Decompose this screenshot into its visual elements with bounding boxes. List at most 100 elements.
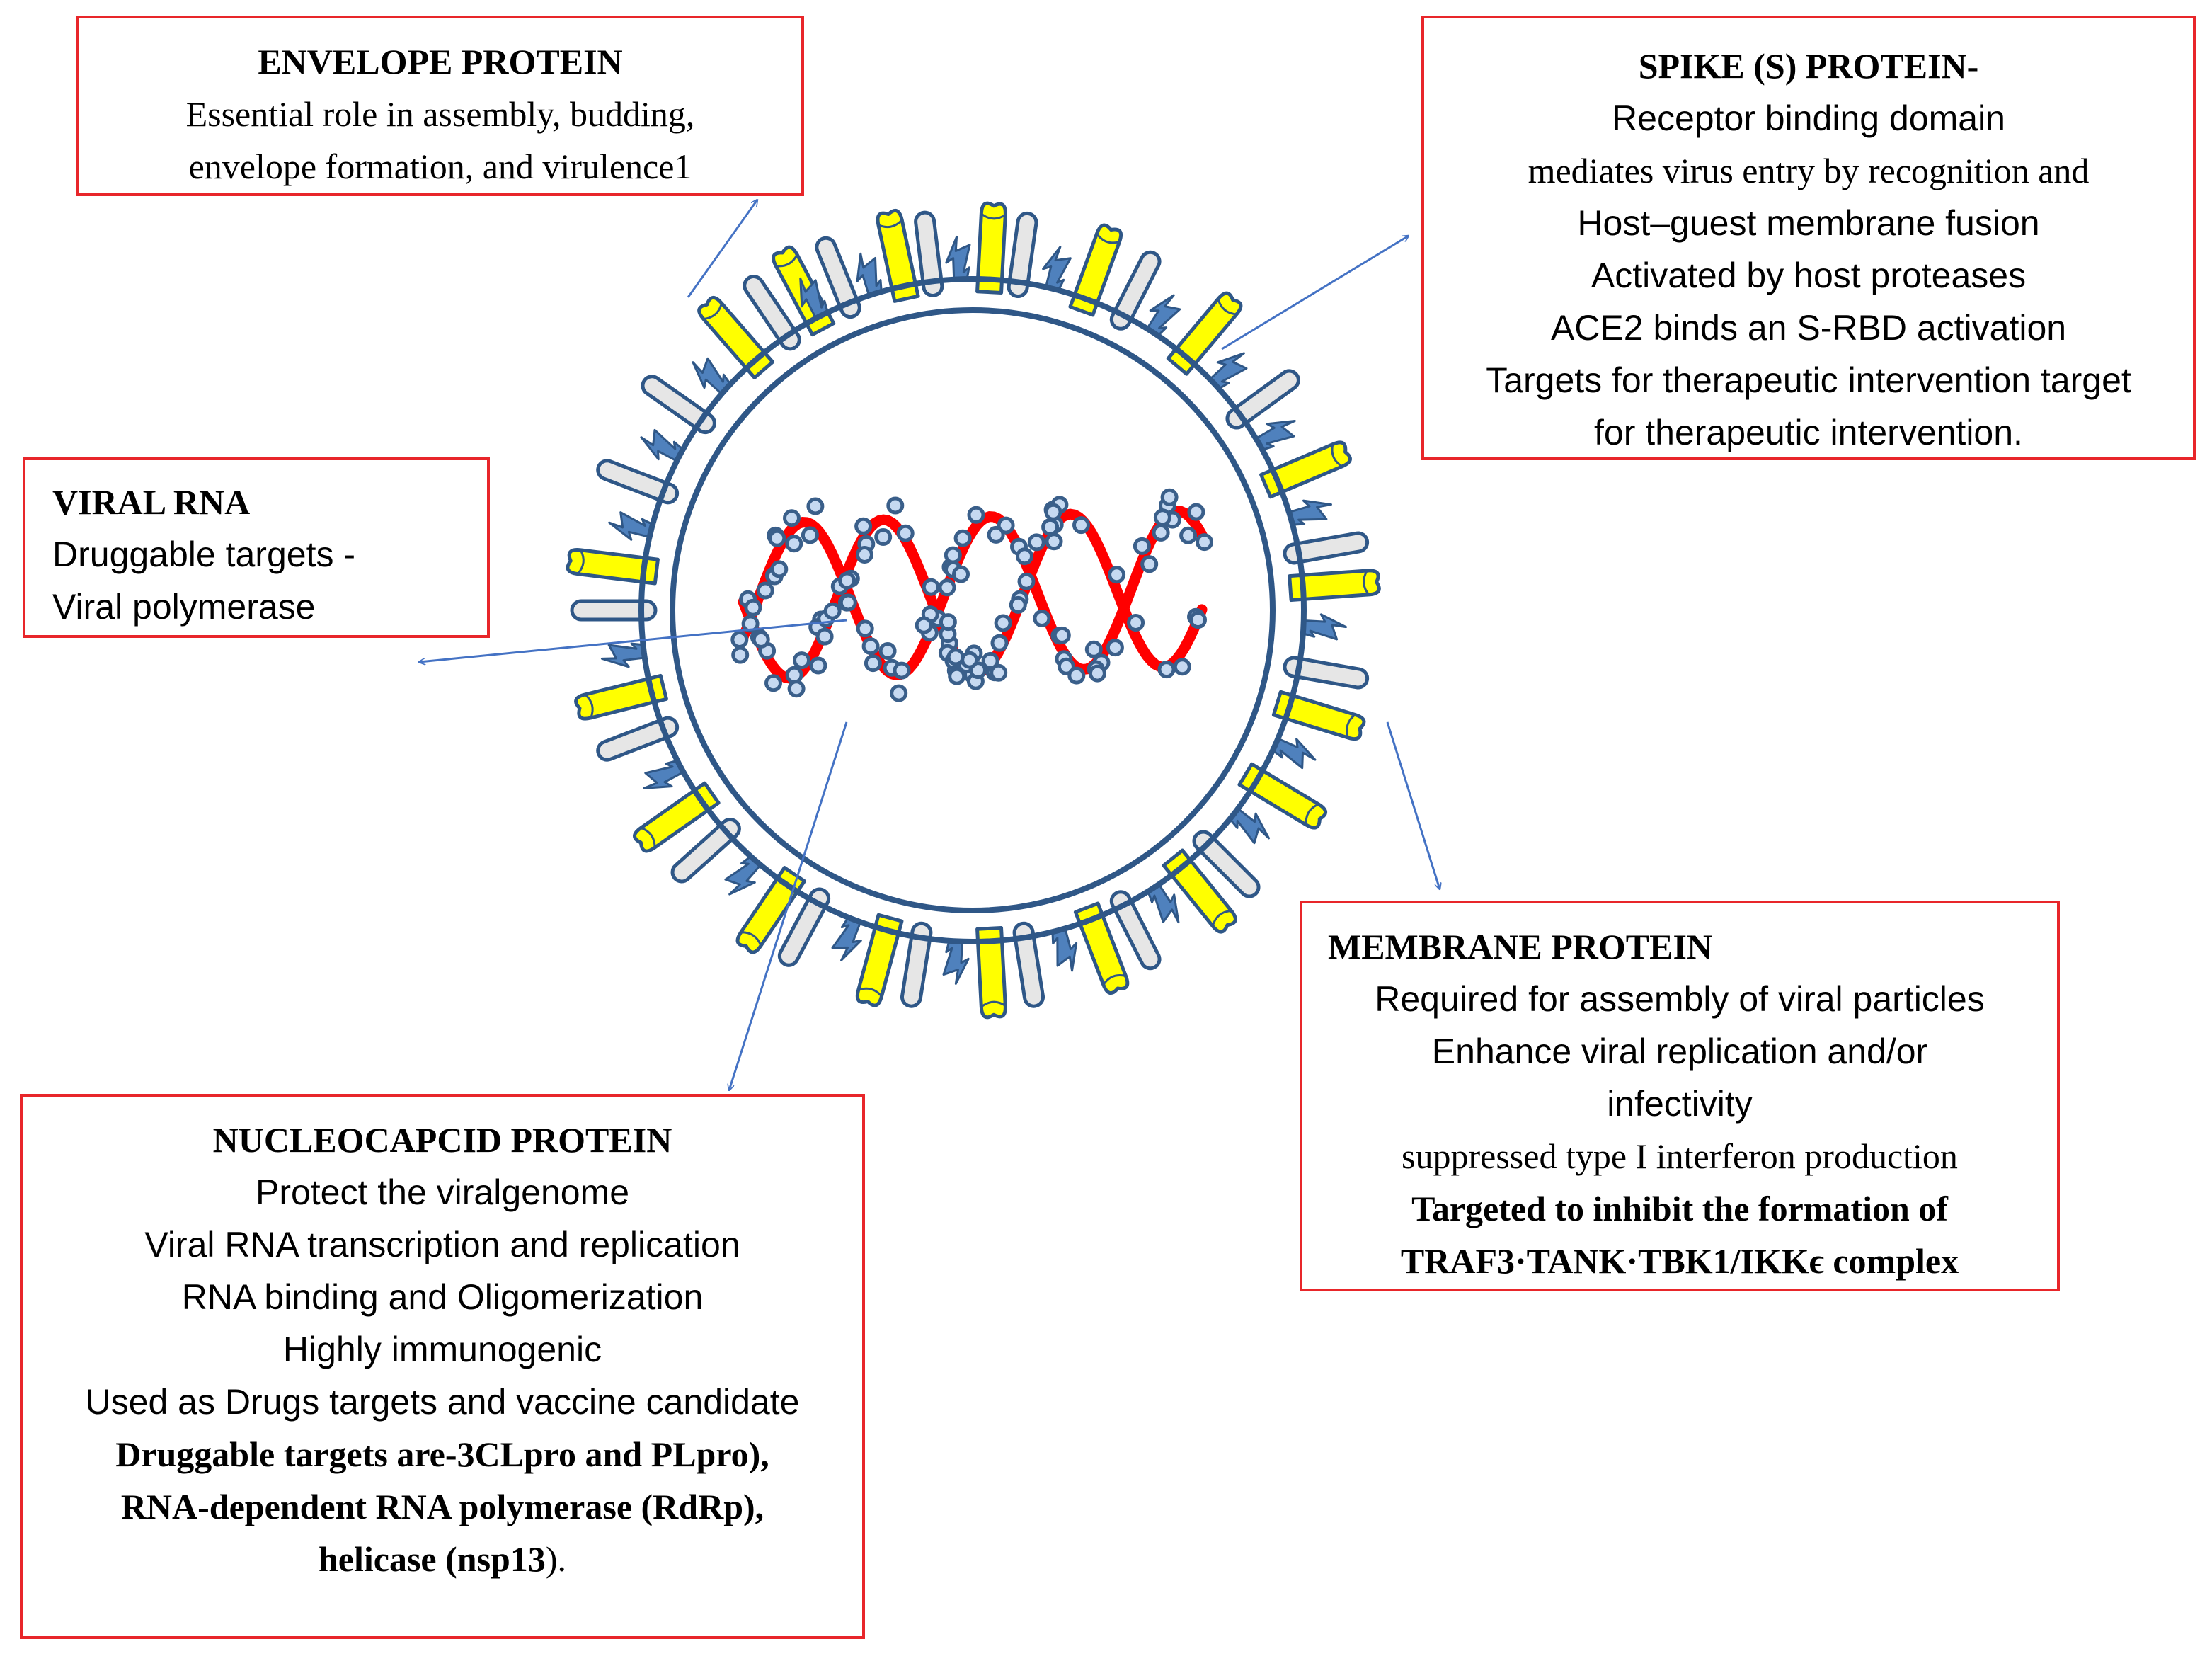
nucleocapsid-bead bbox=[787, 680, 806, 698]
nucleocapsid-bead bbox=[878, 642, 897, 660]
surface-protein bbox=[1286, 499, 1332, 526]
nucleocapsid-bead bbox=[1072, 516, 1090, 535]
spike-title: SPIKE (S) PROTEIN- bbox=[1638, 46, 1979, 86]
viral-rna-box: VIRAL RNA Druggable targets - Viral poly… bbox=[23, 457, 490, 638]
surface-protein bbox=[1042, 246, 1072, 293]
surface-protein bbox=[856, 252, 883, 298]
nucleocapsid-last-tail: ). bbox=[545, 1539, 566, 1579]
nucleocapsid-line: Viral RNA transcription and replication bbox=[144, 1225, 740, 1264]
nucleocapsid-bead bbox=[770, 560, 789, 578]
nucleocapsid-bead bbox=[741, 615, 760, 633]
nucleocapsid-bead bbox=[994, 614, 1012, 632]
nucleocapsid-bead bbox=[1160, 488, 1179, 506]
surface-protein bbox=[692, 357, 733, 396]
surface-protein bbox=[670, 817, 741, 884]
nucleocapsid-bead bbox=[785, 666, 803, 684]
nucleocapsid-bead bbox=[731, 646, 750, 664]
nucleocapsid-bead bbox=[987, 525, 1005, 544]
nucleocapsid-bead bbox=[1196, 533, 1213, 552]
nucleocapsid-bead bbox=[874, 528, 893, 546]
surface-protein bbox=[1068, 223, 1123, 317]
nucleocapsid-bead bbox=[922, 578, 940, 596]
nucleocapsid-bead bbox=[1016, 547, 1033, 566]
surface-protein bbox=[855, 913, 904, 1007]
surface-protein bbox=[1259, 440, 1352, 499]
surface-protein bbox=[1283, 531, 1370, 565]
spike-line: Receptor binding domain bbox=[1612, 98, 2005, 138]
membrane-line: suppressed type I interferon production bbox=[1402, 1136, 1958, 1176]
nucleocapsid-bead bbox=[768, 529, 786, 547]
nucleocapsid-bead bbox=[823, 602, 842, 620]
surface-protein bbox=[641, 375, 716, 435]
surface-protein bbox=[574, 673, 668, 721]
nucleocapsid-bead bbox=[1088, 664, 1106, 683]
nucleocapsid-bead bbox=[915, 616, 933, 634]
surface-protein bbox=[600, 642, 648, 668]
surface-protein bbox=[596, 716, 680, 762]
surface-protein bbox=[799, 277, 830, 321]
nucleocapsid-protein-box: NUCLEOCAPCID PROTEIN Protect the viralge… bbox=[20, 1094, 865, 1639]
nucleocapsid-bead bbox=[1027, 533, 1045, 552]
envelope-protein-box: ENVELOPE PROTEIN Essential role in assem… bbox=[76, 16, 804, 196]
nucleocapsid-bead bbox=[730, 631, 749, 649]
nucleocapsid-bead bbox=[806, 497, 825, 515]
nucleocapsid-bold-line: Druggable targets are-3CLpro and PLpro), bbox=[115, 1434, 769, 1474]
surface-protein bbox=[1073, 901, 1130, 995]
surface-protein bbox=[743, 275, 801, 351]
surface-protein bbox=[1051, 926, 1078, 972]
surface-protein bbox=[1109, 250, 1162, 331]
surface-protein bbox=[831, 915, 862, 961]
surface-protein bbox=[735, 866, 806, 954]
membrane-protein-box: MEMBRANE PROTEIN Required for assembly o… bbox=[1300, 901, 2060, 1291]
arrow-nucleocapsid bbox=[729, 721, 848, 1090]
nucleocapsid-last-line: helicase (nsp13). bbox=[23, 1533, 862, 1585]
nucleocapsid-bead bbox=[886, 496, 905, 515]
nucleocapsid-bead bbox=[1044, 503, 1062, 521]
membrane-bold-line: TRAF3·TANK·TBK1/IKKϵ complex bbox=[1400, 1241, 1959, 1281]
nucleocapsid-bead bbox=[948, 667, 966, 685]
nucleocapsid-bead bbox=[1152, 523, 1170, 542]
nucleocapsid-bead bbox=[953, 529, 972, 547]
membrane-bold-line: Targeted to inhibit the formation of bbox=[1411, 1189, 1948, 1228]
nucleocapsid-bead bbox=[752, 630, 770, 649]
surface-protein bbox=[1271, 690, 1366, 741]
surface-protein bbox=[975, 925, 1007, 1020]
envelope-line: Essential role in assembly, budding, bbox=[185, 94, 695, 134]
nucleocapsid-bead bbox=[1157, 661, 1176, 679]
nucleocapsid-bead bbox=[946, 648, 965, 666]
spike-line: for therapeutic intervention. bbox=[1594, 413, 2023, 452]
surface-protein bbox=[1270, 736, 1317, 770]
nucleocapsid-bead bbox=[1017, 572, 1036, 590]
nucleocapsid-bead bbox=[1140, 555, 1159, 573]
nucleocapsid-bead bbox=[1173, 658, 1191, 676]
nucleocapsid-bead bbox=[785, 535, 803, 553]
nucleocapsid-line: Protect the viralgenome bbox=[255, 1172, 630, 1212]
membrane-title: MEMBRANE PROTEIN bbox=[1328, 927, 1713, 966]
surface-proteins bbox=[566, 201, 1381, 1020]
nucleocapsid-bead bbox=[1009, 595, 1027, 614]
surface-protein bbox=[815, 236, 861, 319]
nucleocapsid-bead bbox=[1041, 518, 1060, 536]
surface-protein bbox=[1288, 569, 1381, 603]
nucleocapsid-bead bbox=[967, 506, 985, 524]
nucleocapsid-bead bbox=[990, 663, 1008, 682]
nucleocapsid-beads bbox=[730, 488, 1213, 702]
nucleocapsid-bead bbox=[1153, 508, 1171, 527]
nucleocapsid-bead bbox=[854, 517, 873, 535]
surface-protein bbox=[1007, 211, 1038, 298]
surface-protein bbox=[1145, 294, 1181, 338]
nucleocapsid-line: Highly immunogenic bbox=[282, 1330, 602, 1369]
nucleocapsid-bead bbox=[801, 526, 819, 544]
arrow-membrane bbox=[1386, 721, 1440, 889]
surface-protein bbox=[777, 887, 831, 967]
surface-protein bbox=[1300, 613, 1347, 641]
surface-protein bbox=[633, 781, 721, 853]
nucleocapsid-bead bbox=[815, 627, 834, 646]
spike-line: Targets for therapeutic intervention tar… bbox=[1486, 360, 2131, 400]
surface-protein bbox=[566, 548, 660, 586]
nucleocapsid-bead bbox=[944, 546, 962, 564]
nucleocapsid-bead bbox=[1067, 666, 1086, 685]
membrane-line: infectivity bbox=[1607, 1084, 1753, 1124]
nucleocapsid-bead bbox=[1106, 639, 1124, 657]
nucleocapsid-bead bbox=[961, 651, 979, 669]
